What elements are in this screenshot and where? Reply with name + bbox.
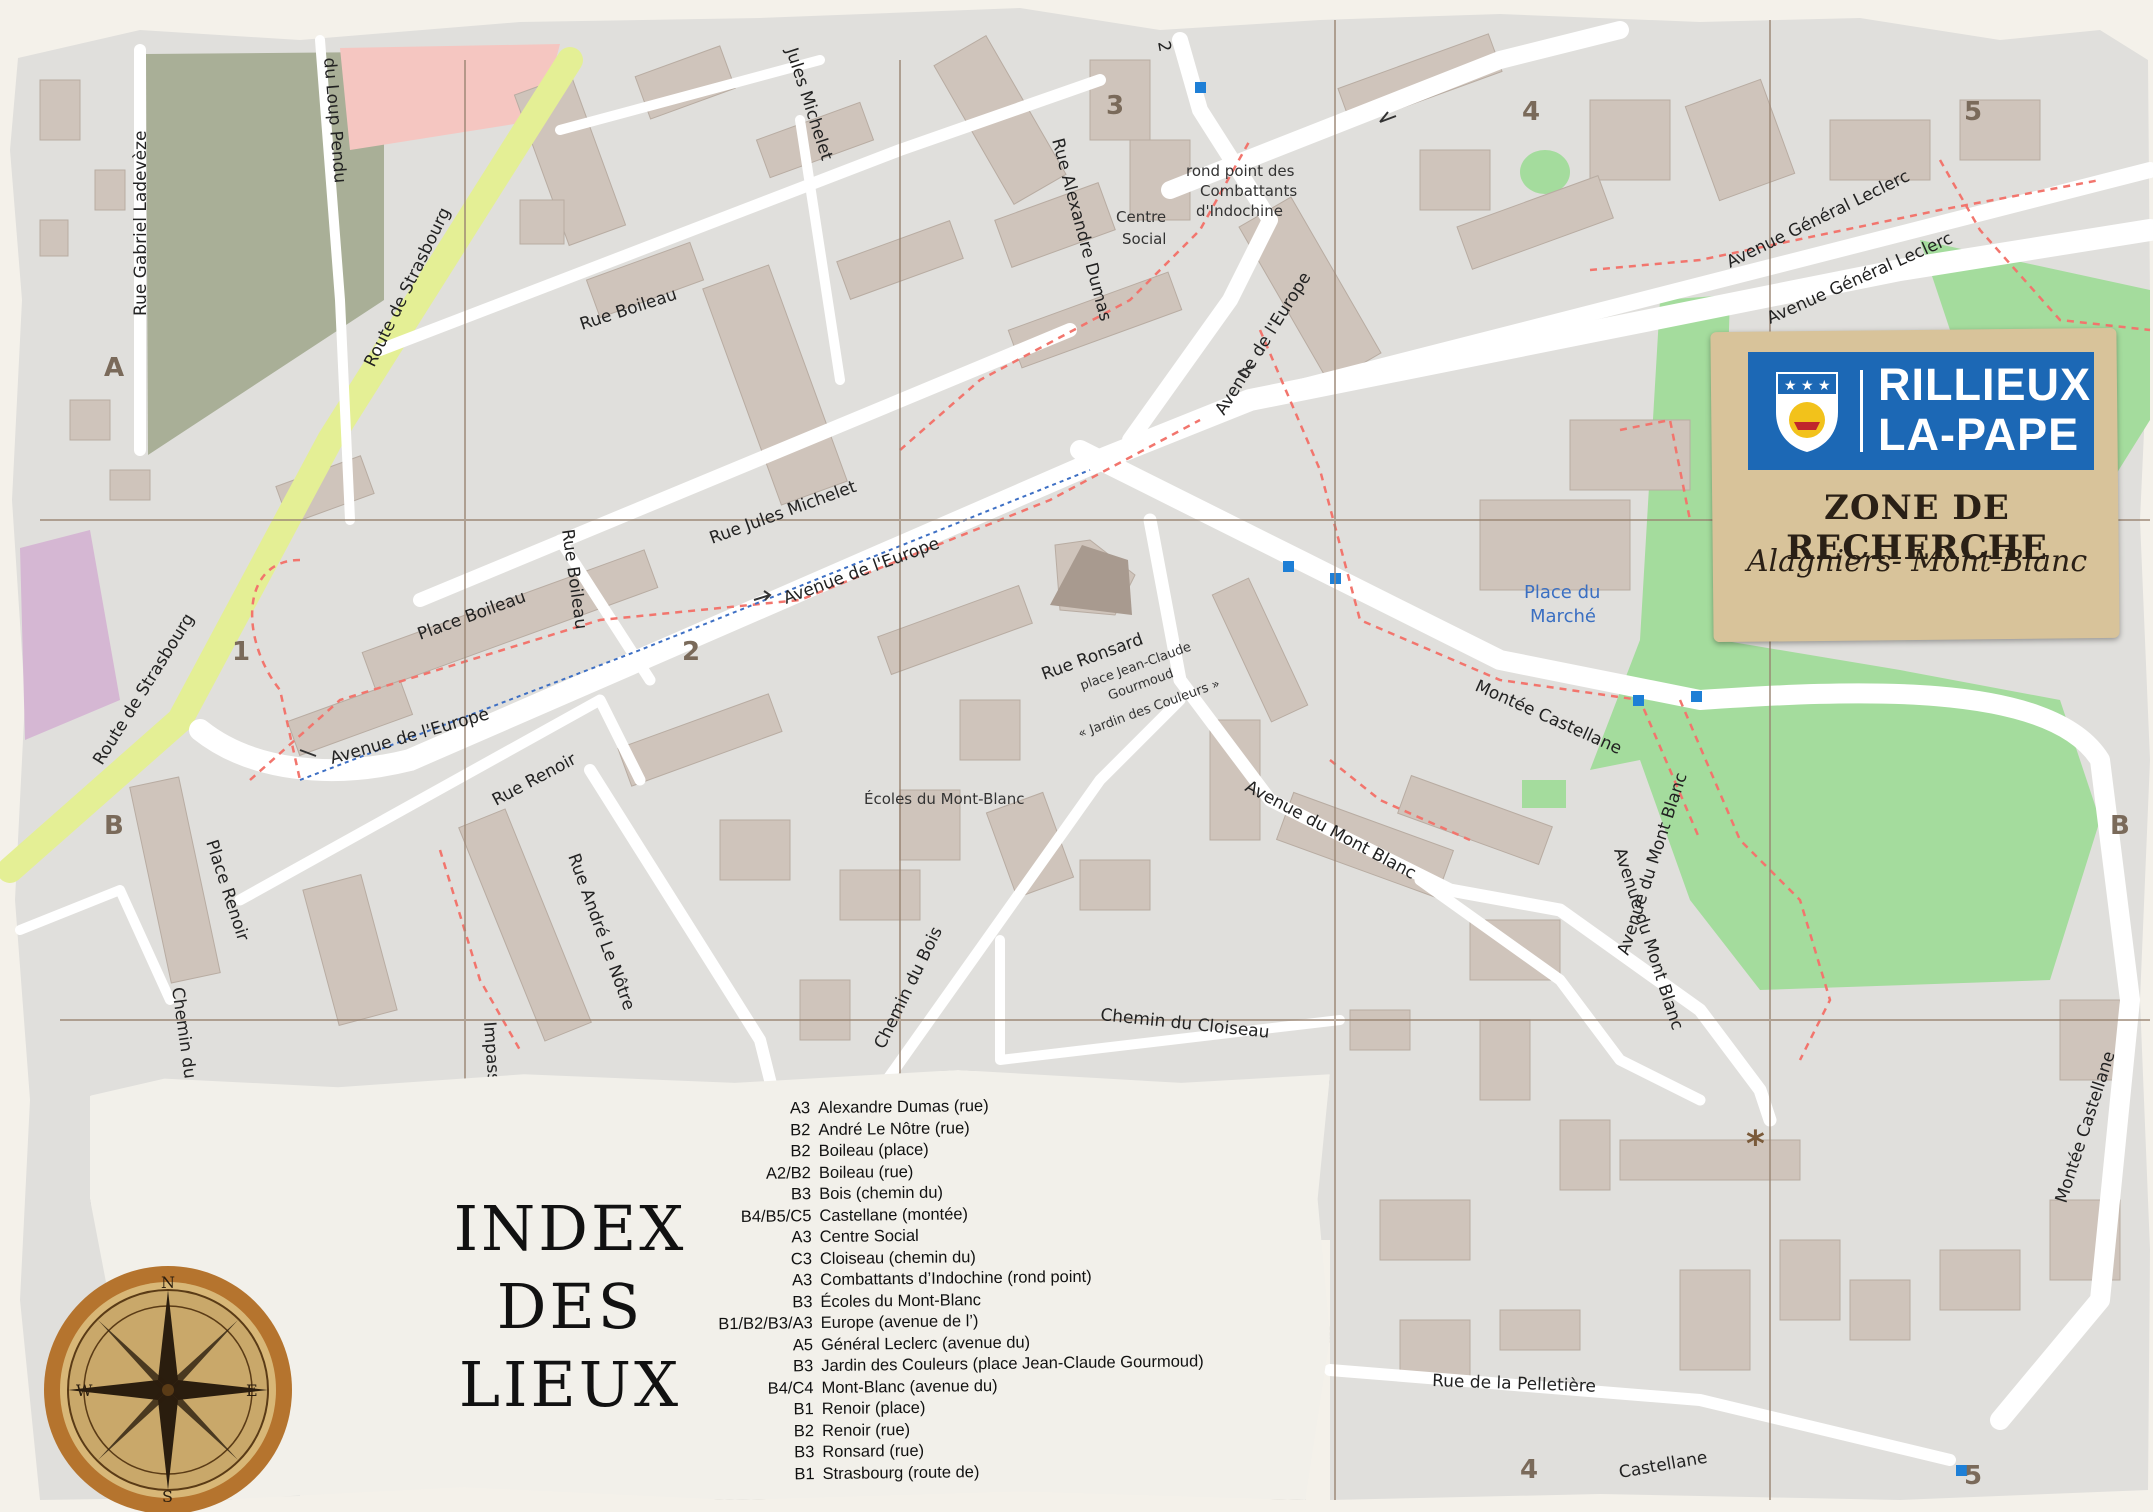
coat-of-arms-icon: ★ ★ ★ <box>1776 372 1838 452</box>
entry-place: Centre Social <box>819 1226 919 1247</box>
entry-place: Mont-Blanc (avenue du) <box>821 1376 998 1397</box>
small-park-2 <box>1520 150 1570 194</box>
poi-centre-social: Centre <box>1116 208 1166 226</box>
grid-label-3: 3 <box>1106 91 1124 121</box>
entry-grid-code: B1/B2/B3/A3 <box>718 1314 813 1334</box>
entry-place: Boileau (place) <box>818 1140 929 1161</box>
entry-place: Général Leclerc (avenue du) <box>820 1332 1031 1354</box>
entry-grid-code: A5 <box>792 1335 814 1354</box>
poi-rond-point: Combattants <box>1200 182 1297 200</box>
entry-place: André Le Nôtre (rue) <box>818 1118 970 1139</box>
pink-area <box>340 44 560 150</box>
entry-place: Strasbourg (route de) <box>822 1462 980 1483</box>
index-entries: A3 Alexandre Dumas (rue) B2 André Le Nôtre… <box>660 1092 1325 1487</box>
entry-grid-code: B3 <box>792 1292 813 1311</box>
entry-grid-code: B3 <box>792 1357 814 1376</box>
compass-north: N <box>161 1273 175 1292</box>
poi-place-marche: Marché <box>1530 606 1596 627</box>
entry-place: Combattants d’Indochine (rond point) <box>820 1267 1092 1290</box>
bus-lane <box>299 469 1091 781</box>
zone-subtitle: Alagniers- Mont-Blanc <box>1746 544 2088 579</box>
poi-ecoles: Écoles du Mont-Blanc <box>864 789 1024 808</box>
index-title: INDEX DES LIEUX <box>390 1190 750 1424</box>
grid-label-bottom-5: 5 <box>1964 1461 1982 1491</box>
entry-grid-code: B3 <box>790 1185 812 1204</box>
entry-grid-code: A3 <box>791 1228 812 1247</box>
entry-grid-code: B2 <box>793 1421 815 1440</box>
grid-label-4: 4 <box>1522 97 1540 127</box>
poi-rond-point: rond point des <box>1186 162 1295 180</box>
badge-separator <box>1860 370 1863 452</box>
entry-place: Renoir (rue) <box>821 1420 911 1440</box>
entry-grid-code: B1 <box>794 1464 815 1483</box>
entry-grid-code: B4/C4 <box>767 1378 814 1398</box>
roads <box>0 21 2153 1466</box>
compass-west: W <box>76 1381 93 1400</box>
zone-label: ZONE DE RECHERCHE <box>1786 488 2048 568</box>
entry-place: Renoir (place) <box>821 1398 926 1419</box>
purple-area <box>20 530 120 740</box>
entry-place: Ronsard (rue) <box>822 1441 925 1462</box>
grid-lines <box>40 20 2150 1500</box>
compass-east: E <box>246 1381 258 1400</box>
svg-text:★ ★ ★: ★ ★ ★ <box>1784 378 1831 394</box>
poi-place-marche: Place du <box>1524 582 1600 603</box>
index-paper <box>90 1070 1330 1500</box>
city-name-line2: LA-PAPE <box>1878 409 2080 460</box>
grid-label-2: 2 <box>682 637 700 667</box>
entry-place: Cloiseau (chemin du) <box>819 1247 976 1268</box>
entry-grid-code: A3 <box>789 1099 811 1118</box>
entry-grid-code: A3 <box>791 1271 813 1290</box>
entry-grid-code: B2 <box>790 1120 811 1139</box>
index-title-line: DES <box>496 1270 644 1343</box>
city-name-line1: RILLIEUX <box>1878 359 2092 410</box>
street-label: Impass <box>479 1021 503 1083</box>
entry-grid-code: B3 <box>794 1443 815 1462</box>
entry-place: Bois (chemin du) <box>819 1183 944 1204</box>
place-index-panel: INDEX DES LIEUX A3 Alexandre Dumas (rue) … <box>90 1070 1330 1500</box>
grid-label-5: 5 <box>1964 97 1982 127</box>
entry-place: Alexandre Dumas (rue) <box>818 1096 989 1118</box>
entry-grid-code: A2/B2 <box>765 1163 812 1183</box>
footpaths <box>249 139 2151 1061</box>
compass-south: S <box>162 1487 173 1506</box>
street-label: 2 <box>1153 39 1175 53</box>
entry-place: Boileau (rue) <box>818 1162 914 1182</box>
grid-label-bottom-4: 4 <box>1520 1455 1538 1485</box>
entry-place: Écoles du Mont-Blanc <box>820 1290 982 1311</box>
city-logo-label: ★ ★ ★ RILLIEUX LA-PAPE ZONE DE RECHERCHE… <box>1710 327 2120 643</box>
poi-rond-point: d'Indochine <box>1196 202 1283 220</box>
grid-label-1: 1 <box>232 637 250 667</box>
index-title-line: LIEUX <box>458 1348 682 1421</box>
entry-grid-code: B4/B5/C5 <box>740 1206 812 1226</box>
entry-place: Europe (avenue de l’) <box>820 1312 979 1333</box>
entry-place: Castellane (montée) <box>819 1204 969 1225</box>
poi-centre-social: Social <box>1122 230 1166 248</box>
compass-icon: N E S W <box>44 1266 292 1512</box>
church-building <box>1050 545 1132 615</box>
one-way-arrows <box>299 111 1397 757</box>
entry-grid-code: C3 <box>790 1249 813 1268</box>
grid-label-b-left: B <box>104 811 124 841</box>
small-park <box>1522 780 1566 808</box>
grid-label-a: A <box>104 353 124 383</box>
target-marker: * <box>1746 1124 1765 1165</box>
street-label: Rue Gabriel Ladevèze <box>131 131 151 316</box>
index-title-line: INDEX <box>453 1192 687 1265</box>
grid-label-b-right: B <box>2110 811 2130 841</box>
entry-grid-code: B2 <box>790 1142 811 1161</box>
city-badge: ★ ★ ★ RILLIEUX LA-PAPE <box>1748 352 2094 470</box>
entry-grid-code: B1 <box>793 1400 814 1419</box>
